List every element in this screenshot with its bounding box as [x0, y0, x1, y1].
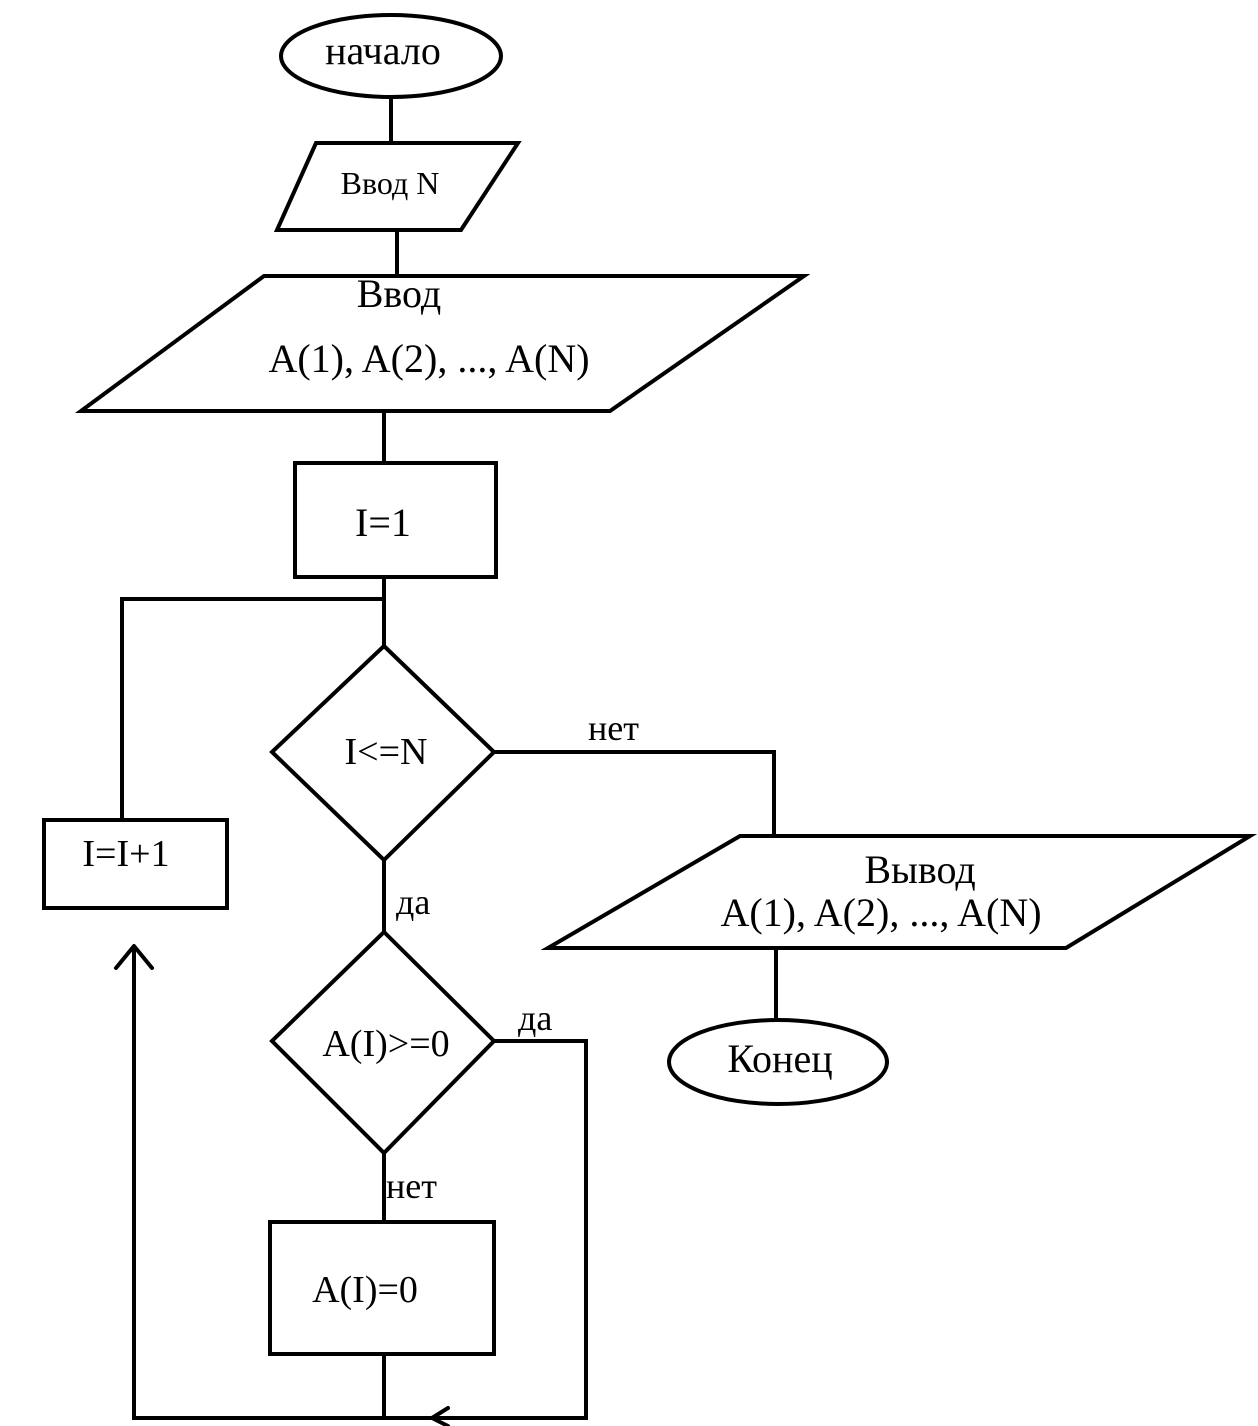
arrow-left-head [430, 1406, 450, 1426]
increment-process: I=I+1 [42, 818, 229, 910]
increment-label: I=I+1 [82, 833, 169, 875]
output-items: A(1), A(2), ..., A(N) [720, 890, 1041, 935]
loop-condition-label: I<=N [345, 731, 428, 773]
end-terminator: Конец [667, 1018, 889, 1106]
arrow-heads [114, 944, 450, 1426]
input-n-parallelogram: Ввод N [273, 141, 522, 232]
start-terminator: начало [279, 13, 503, 99]
element-condition-label: A(I)>=0 [322, 1023, 449, 1065]
output-parallelogram: Вывод A(1), A(2), ..., A(N) [540, 834, 1258, 950]
connector-lines [120, 95, 778, 1420]
init-label: I=1 [355, 500, 411, 545]
input-array-title: Ввод [357, 271, 442, 316]
assign-zero-process: A(I)=0 [268, 1220, 496, 1356]
end-label: Конец [727, 1036, 832, 1081]
element-yes-label: да [518, 998, 552, 1038]
start-label: начало [325, 28, 441, 73]
arrow-up-head [114, 944, 154, 970]
loop-condition-decision: I<=N [269, 643, 497, 863]
input-array-items: A(1), A(2), ..., A(N) [268, 336, 589, 381]
element-condition-decision: A(I)>=0 [269, 929, 497, 1156]
loop-no-label: нет [588, 708, 639, 748]
assign-zero-label: A(I)=0 [312, 1269, 418, 1311]
input-n-label: Ввод N [341, 165, 440, 201]
output-title: Вывод [864, 847, 975, 892]
init-process: I=1 [293, 461, 498, 579]
element-no-label: нет [386, 1166, 437, 1206]
input-array-parallelogram: Ввод A(1), A(2), ..., A(N) [74, 271, 811, 413]
loop-yes-label: да [396, 882, 430, 922]
